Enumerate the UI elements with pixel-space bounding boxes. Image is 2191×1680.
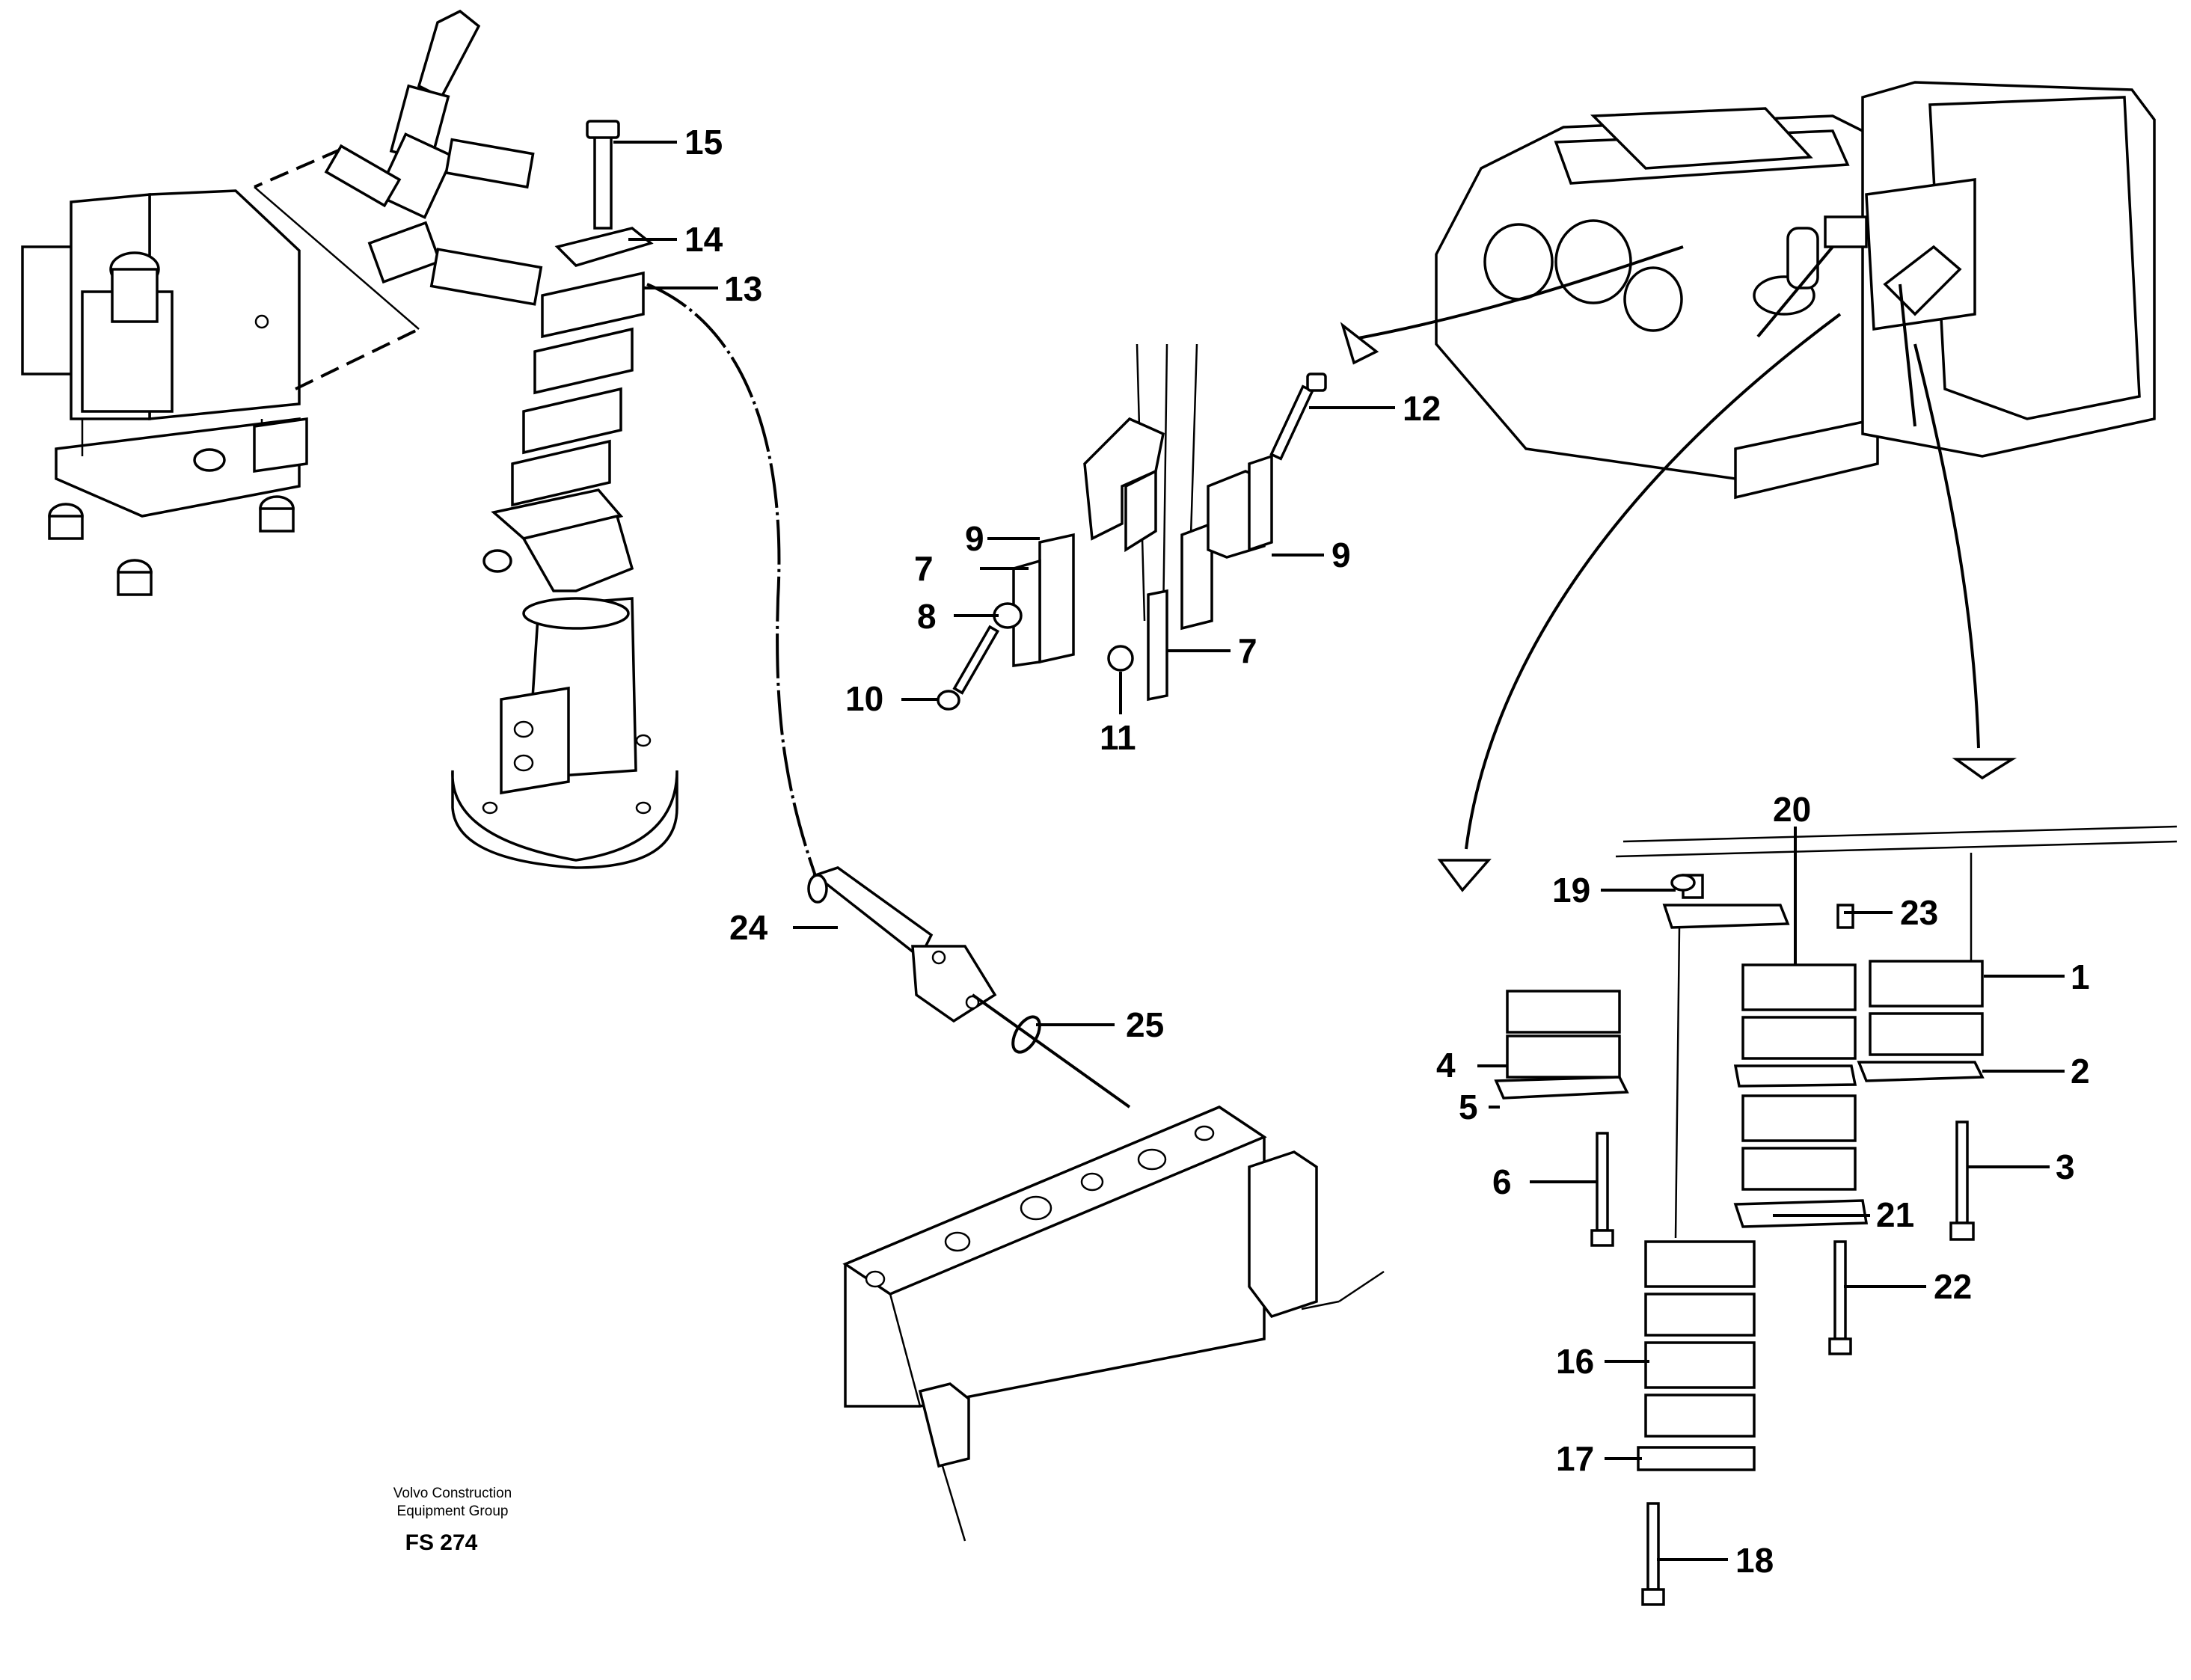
clamp-bracket-center (937, 343, 1327, 711)
callout-4: 4 (1436, 1046, 1456, 1085)
callout-16: 16 (1556, 1342, 1594, 1381)
callout-6: 6 (1492, 1162, 1512, 1201)
hose-line (646, 283, 821, 887)
callout-22: 22 (1934, 1267, 1972, 1306)
footer-code: FS 274 (405, 1530, 478, 1555)
valve-block-assembly (21, 9, 543, 596)
callout-labels: 1 2 3 4 5 6 7 7 8 9 9 10 11 12 13 14 15 … (684, 123, 2090, 1580)
callout-13: 13 (724, 269, 762, 308)
callout-11: 11 (1100, 718, 1136, 757)
excavator-illustration (1435, 81, 2156, 500)
callout-25: 25 (1126, 1005, 1164, 1044)
callout-9b: 9 (1332, 536, 1351, 574)
footer-block: Volvo Construction Equipment Group FS 27… (393, 1486, 512, 1555)
callout-8: 8 (917, 597, 937, 636)
callout-2: 2 (2071, 1052, 2090, 1091)
callout-10: 10 (845, 679, 883, 718)
callout-leaders (613, 141, 2065, 1561)
footer-company-line1: Volvo Construction (393, 1486, 512, 1501)
callout-20: 20 (1773, 790, 1811, 829)
pointer-arrows (1340, 245, 2017, 892)
callout-24: 24 (729, 908, 768, 947)
callout-19: 19 (1552, 871, 1590, 910)
callout-3: 3 (2056, 1147, 2075, 1186)
callout-5: 5 (1459, 1088, 1478, 1126)
callout-12: 12 (1403, 389, 1441, 428)
callout-18: 18 (1735, 1541, 1774, 1580)
callout-23: 23 (1900, 893, 1938, 932)
callout-7b: 7 (1238, 631, 1257, 670)
footer-company-line2: Equipment Group (397, 1503, 509, 1519)
callout-14: 14 (684, 220, 723, 259)
callout-17: 17 (1556, 1439, 1594, 1478)
callout-15: 15 (684, 123, 723, 162)
callout-7a: 7 (914, 549, 934, 588)
callout-1: 1 (2071, 957, 2090, 996)
clamp-stack-upper (451, 120, 678, 869)
clamp-sets-lower-right (1494, 825, 2178, 1606)
manifold-assembly (807, 866, 1385, 1542)
callout-9a: 9 (965, 519, 984, 558)
callout-21: 21 (1876, 1195, 1914, 1234)
